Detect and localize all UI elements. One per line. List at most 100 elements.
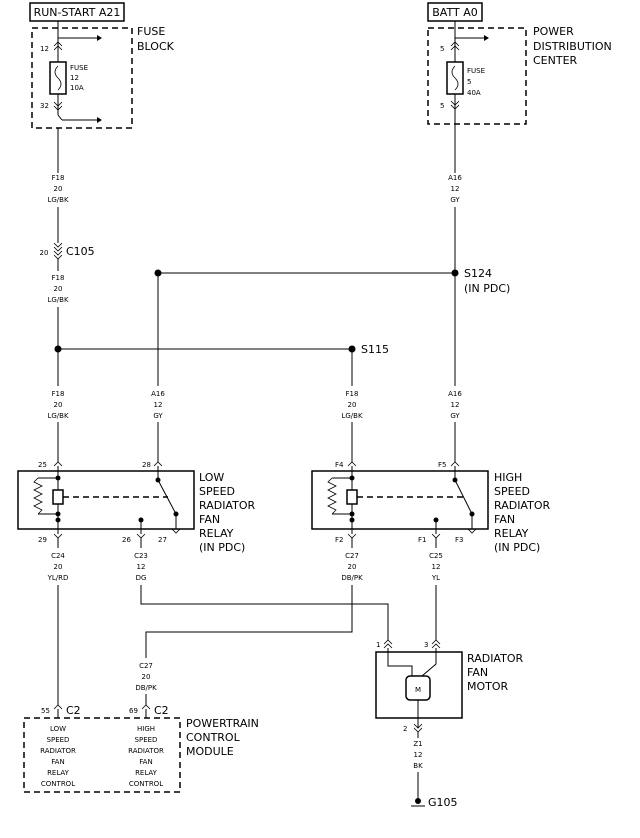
low-relay-label-4: FAN bbox=[199, 513, 220, 526]
c105-pin: 20 bbox=[40, 249, 49, 257]
pcm-pin-69: 69 bbox=[129, 707, 138, 715]
svg-text:20: 20 bbox=[54, 285, 63, 293]
svg-text:LG/BK: LG/BK bbox=[47, 296, 68, 304]
wire-label-f18-low: F18 20 LG/BK bbox=[47, 390, 68, 420]
svg-text:A16: A16 bbox=[448, 390, 462, 398]
high-relay-pin-f2: F2 bbox=[335, 536, 343, 544]
pdc-pin-out: 5 bbox=[440, 102, 444, 110]
pdc-label-3: CENTER bbox=[533, 54, 578, 67]
wire-label-c27-a: C27 20 DB/PK bbox=[341, 552, 363, 582]
wire-label-a16-right: A16 12 GY bbox=[448, 390, 462, 420]
svg-text:12: 12 bbox=[137, 563, 146, 571]
high-relay-label-1: HIGH bbox=[494, 471, 522, 484]
high-relay-pin-f5: F5 bbox=[438, 461, 446, 469]
splice-s124: S124 (IN PDC) bbox=[154, 267, 510, 295]
motor-pin-3: 3 bbox=[424, 641, 428, 649]
high-relay-label-3: RADIATOR bbox=[494, 499, 550, 512]
pcm-low-text-3: RADIATOR bbox=[40, 747, 76, 755]
wire-label-c23: C23 12 DG bbox=[134, 552, 148, 582]
high-relay-pin-f3: F3 bbox=[455, 536, 463, 544]
high-relay-label-4: FAN bbox=[494, 513, 515, 526]
svg-text:DB/PK: DB/PK bbox=[135, 684, 157, 692]
svg-text:12: 12 bbox=[414, 751, 423, 759]
low-speed-relay: LOW SPEED RADIATOR FAN RELAY (IN PDC) 25… bbox=[17, 461, 255, 554]
low-relay-pin-29: 29 bbox=[38, 536, 47, 544]
svg-text:Z1: Z1 bbox=[413, 740, 422, 748]
s115-label: S115 bbox=[361, 343, 389, 356]
pcm-high-text-4: FAN bbox=[139, 758, 152, 766]
svg-text:A16: A16 bbox=[448, 174, 462, 182]
pcm-low-text-4: FAN bbox=[51, 758, 64, 766]
motor-label-2: FAN bbox=[467, 666, 488, 679]
powertrain-control-module: POWERTRAIN CONTROL MODULE 55 C2 69 C2 LO… bbox=[23, 704, 259, 793]
splice-s115: S115 bbox=[54, 343, 389, 356]
fuse-block-pin-out: 32 bbox=[40, 102, 49, 110]
svg-text:BK: BK bbox=[413, 762, 423, 770]
run-start-header: RUN-START A21 bbox=[29, 2, 125, 22]
pdc-label-2: DISTRIBUTION bbox=[533, 40, 612, 53]
pcm-pin-55: 55 bbox=[41, 707, 50, 715]
batt-header: BATT A0 bbox=[427, 2, 483, 22]
svg-text:20: 20 bbox=[348, 563, 357, 571]
wire-label-z1: Z1 12 BK bbox=[413, 740, 423, 770]
svg-text:GY: GY bbox=[450, 196, 460, 204]
low-relay-label-6: (IN PDC) bbox=[199, 541, 245, 554]
wire-label-c25: C25 12 YL bbox=[429, 552, 443, 582]
fuse-block: FUSE BLOCK 12 FUSE 12 10A 32 bbox=[31, 25, 175, 129]
svg-text:20: 20 bbox=[54, 401, 63, 409]
svg-text:C25: C25 bbox=[429, 552, 443, 560]
pdc-fuse-rating: 40A bbox=[467, 89, 481, 97]
pdc-fuse-label: FUSE bbox=[467, 67, 485, 75]
pcm-low-text-2: SPEED bbox=[47, 736, 70, 744]
svg-text:20: 20 bbox=[54, 185, 63, 193]
low-relay-pin-26: 26 bbox=[122, 536, 131, 544]
motor-pin-1: 1 bbox=[376, 641, 380, 649]
low-relay-pin-25: 25 bbox=[38, 461, 47, 469]
pcm-high-text-6: CONTROL bbox=[129, 780, 163, 788]
svg-text:DG: DG bbox=[136, 574, 147, 582]
svg-text:LG/BK: LG/BK bbox=[47, 412, 68, 420]
wire-label-f18-mid: F18 20 LG/BK bbox=[47, 274, 68, 304]
svg-text:C23: C23 bbox=[134, 552, 148, 560]
svg-text:12: 12 bbox=[154, 401, 163, 409]
svg-text:20: 20 bbox=[54, 563, 63, 571]
wire-label-c24: C24 20 YL/RD bbox=[47, 552, 69, 582]
pcm-c2-right: C2 bbox=[154, 704, 169, 717]
motor-pin-2: 2 bbox=[403, 725, 407, 733]
motor-label-1: RADIATOR bbox=[467, 652, 523, 665]
svg-text:LG/BK: LG/BK bbox=[47, 196, 68, 204]
svg-text:F18: F18 bbox=[52, 390, 65, 398]
high-relay-pin-f1: F1 bbox=[418, 536, 426, 544]
high-relay-pin-f4: F4 bbox=[335, 461, 344, 469]
motor-label-3: MOTOR bbox=[467, 680, 509, 693]
svg-text:20: 20 bbox=[348, 401, 357, 409]
pcm-low-text-6: CONTROL bbox=[41, 780, 75, 788]
pdc-label-1: POWER bbox=[533, 25, 574, 38]
pcm-low-text-1: LOW bbox=[50, 725, 66, 733]
power-distribution-center: POWER DISTRIBUTION CENTER 5 FUSE 5 40A 5 bbox=[427, 25, 612, 125]
svg-text:GY: GY bbox=[153, 412, 163, 420]
wire-label-f18-top: F18 20 LG/BK bbox=[47, 174, 68, 204]
svg-text:C24: C24 bbox=[51, 552, 65, 560]
pcm-high-text-1: HIGH bbox=[137, 725, 155, 733]
pdc-fuse-number: 5 bbox=[467, 78, 471, 86]
svg-text:12: 12 bbox=[451, 185, 460, 193]
svg-text:C27: C27 bbox=[345, 552, 359, 560]
pcm-c2-left: C2 bbox=[66, 704, 81, 717]
fuse-block-pin-in: 12 bbox=[40, 45, 49, 53]
svg-text:C27: C27 bbox=[139, 662, 153, 670]
svg-text:YL/RD: YL/RD bbox=[47, 574, 69, 582]
low-relay-label-2: SPEED bbox=[199, 485, 235, 498]
svg-text:12: 12 bbox=[451, 401, 460, 409]
svg-text:F18: F18 bbox=[52, 174, 65, 182]
s124-location: (IN PDC) bbox=[464, 282, 510, 295]
pcm-high-text-2: SPEED bbox=[135, 736, 158, 744]
svg-text:A16: A16 bbox=[151, 390, 165, 398]
svg-text:20: 20 bbox=[142, 673, 151, 681]
wire-label-f18-s115: F18 20 LG/BK bbox=[341, 390, 362, 420]
svg-text:F18: F18 bbox=[346, 390, 359, 398]
pdc-pin-in: 5 bbox=[440, 45, 444, 53]
svg-text:12: 12 bbox=[432, 563, 441, 571]
s124-label: S124 bbox=[464, 267, 492, 280]
